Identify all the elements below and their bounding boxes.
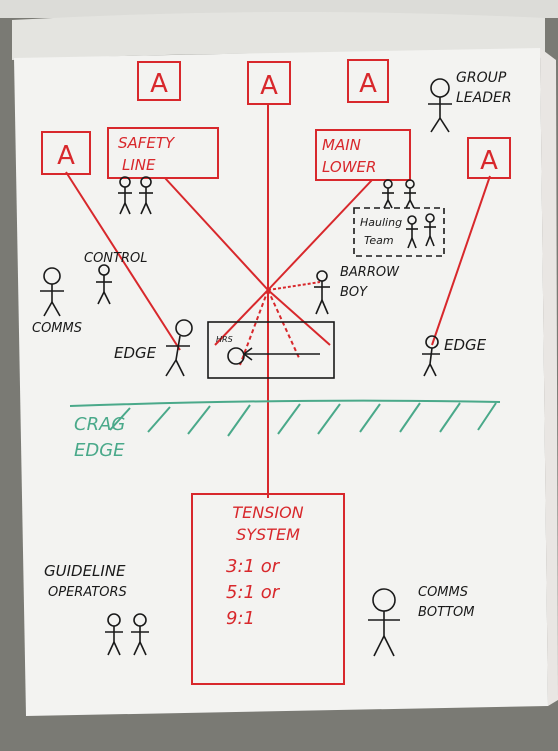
- svg-text:MAIN: MAIN: [322, 136, 361, 154]
- right-edge-rope: [431, 175, 491, 346]
- left-edge-rope: [65, 171, 181, 351]
- svg-text:A: A: [480, 146, 498, 176]
- anchor-a-top-left: A: [137, 61, 181, 101]
- safety-line-team-figures: [118, 176, 153, 215]
- stretcher-box: [207, 321, 335, 379]
- comms-bottom-figure: [368, 588, 400, 657]
- left-edge-figure: [165, 319, 193, 377]
- comms-figure: [40, 267, 64, 317]
- paper-sheet: [14, 48, 548, 716]
- group-leader-label-2: LEADER: [456, 90, 512, 106]
- tension-system-box: TENSION SYSTEM 3:1 or 5:1 or 9:1: [191, 493, 345, 685]
- guideline-operators-label-1: GUIDELINE: [44, 562, 126, 580]
- edge-right-label: EDGE: [444, 336, 487, 354]
- barrow-boy-line: [267, 281, 321, 291]
- barrow-boy-label-1: BARROW: [340, 265, 400, 280]
- svg-text:SAFETY: SAFETY: [118, 134, 176, 152]
- stick-figures: [40, 78, 452, 657]
- safety-line-rope: [164, 177, 269, 291]
- right-edge-figure: [422, 335, 440, 377]
- crag-edge-label: CRAG EDGE: [74, 414, 125, 461]
- control-figure: [96, 264, 112, 305]
- svg-text:A: A: [150, 69, 168, 99]
- anchor-a-left: A: [41, 131, 91, 175]
- barrow-boy-label-2: BOY: [340, 285, 368, 300]
- stretcher-patient-head: [227, 347, 245, 365]
- next-sheet-edge: [540, 48, 558, 706]
- comms-bottom-label-1: COMMS: [418, 585, 468, 600]
- stretcher-arrow-head: [242, 347, 253, 361]
- paper-fold: [12, 11, 545, 60]
- hauling-team-label-2: Team: [364, 234, 394, 247]
- anchor-a-top-right: A: [347, 59, 389, 103]
- barrow-boy-figure: [314, 270, 330, 315]
- black-labels: GROUP LEADER Hauling Team CONTROL COMMS …: [32, 70, 512, 620]
- svg-text:A: A: [57, 141, 75, 171]
- svg-text:CRAG: CRAG: [74, 414, 125, 435]
- group-leader-figure: [428, 78, 452, 133]
- hauling-team-label-1: Hauling: [360, 216, 402, 229]
- crag-edge-line: [69, 399, 501, 437]
- main-lower-team-figures: [382, 179, 416, 209]
- anchor-a-right: A: [467, 137, 511, 179]
- svg-text:EDGE: EDGE: [74, 440, 125, 461]
- comms-bottom-label-2: BOTTOM: [418, 605, 474, 620]
- main-lower-box: MAIN LOWER: [315, 129, 411, 181]
- tension-system-label-1: TENSION: [232, 503, 303, 522]
- ratio-9-1: 9:1: [226, 608, 255, 629]
- ratio-5-1: 5:1 or: [226, 582, 281, 603]
- group-leader-label-1: GROUP: [456, 70, 507, 86]
- comms-label: COMMS: [32, 321, 82, 336]
- guideline-operators-label-2: OPERATORS: [48, 585, 127, 600]
- hauling-team-figures: [406, 213, 436, 249]
- svg-text:A: A: [359, 69, 377, 99]
- svg-text:A: A: [260, 71, 278, 101]
- main-lower-rope: [267, 179, 373, 291]
- tension-system-label-2: SYSTEM: [236, 525, 300, 544]
- safety-line-box: SAFETY LINE: [107, 127, 219, 179]
- anchor-a-top-center: A: [247, 61, 291, 105]
- edge-left-label: EDGE: [114, 344, 157, 362]
- rope-lines: [65, 105, 491, 498]
- control-label: CONTROL: [84, 251, 147, 266]
- hauling-team-box: [353, 207, 445, 257]
- ratio-3-1: 3:1 or: [226, 556, 281, 577]
- hrs-label: HRS: [216, 335, 233, 344]
- guideline-operators-figures: [105, 613, 149, 656]
- svg-text:LOWER: LOWER: [322, 158, 376, 176]
- svg-text:LINE: LINE: [122, 156, 156, 174]
